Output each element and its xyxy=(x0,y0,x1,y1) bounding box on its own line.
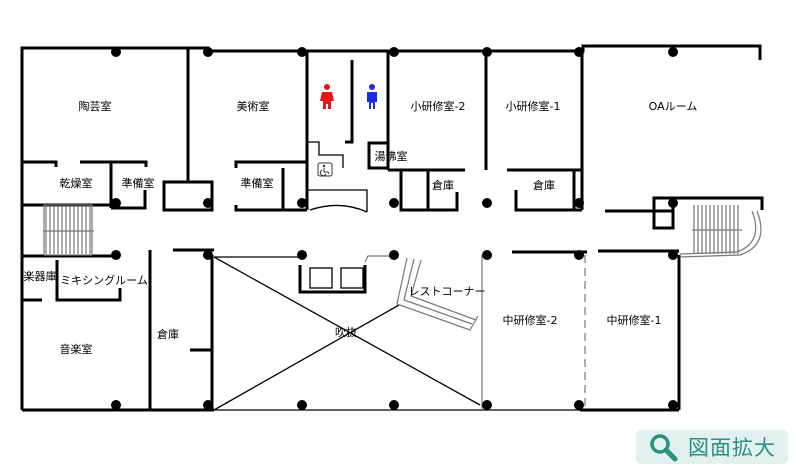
room-label-drying: 乾燥室 xyxy=(60,176,93,190)
room-label-mid-training-1: 中研修室-1 xyxy=(607,313,662,327)
room-label-music-room: 音楽室 xyxy=(60,342,93,356)
column xyxy=(297,250,307,260)
columns xyxy=(111,47,678,410)
column xyxy=(297,47,307,57)
column xyxy=(668,198,678,208)
column xyxy=(482,47,492,57)
column xyxy=(203,198,213,208)
column xyxy=(574,400,584,410)
column xyxy=(482,400,492,410)
room-label-small-training-1: 小研修室-1 xyxy=(506,99,561,113)
room-label-atrium: 吹抜 xyxy=(335,325,357,339)
column xyxy=(389,198,399,208)
column xyxy=(203,400,213,410)
staircase-left xyxy=(43,204,94,256)
wheelchair-icon xyxy=(317,162,333,177)
column xyxy=(111,198,121,208)
column xyxy=(297,198,307,208)
column xyxy=(111,47,121,57)
column xyxy=(389,250,399,260)
room-label-small-training-2: 小研修室-2 xyxy=(411,99,466,113)
magnifier-icon xyxy=(650,434,678,462)
column xyxy=(574,47,584,57)
column xyxy=(389,400,399,410)
room-label-storage-2: 倉庫 xyxy=(533,178,555,192)
column xyxy=(668,47,678,57)
column xyxy=(482,250,492,260)
column xyxy=(389,47,399,57)
column xyxy=(297,400,307,410)
walls xyxy=(20,44,764,412)
zoom-floorplan-button[interactable]: 図面拡大 xyxy=(636,430,788,464)
male-toilet-icon xyxy=(367,84,377,109)
zoom-floorplan-label: 図面拡大 xyxy=(688,436,776,460)
room-label-prep-1: 準備室 xyxy=(122,176,155,190)
column xyxy=(574,250,584,260)
room-label-instrument-storage: 楽器庫 xyxy=(24,269,57,283)
column xyxy=(668,400,678,410)
column xyxy=(482,198,492,208)
column xyxy=(203,47,213,57)
room-label-pottery: 陶芸室 xyxy=(79,99,112,113)
room-label-storage-1: 倉庫 xyxy=(432,178,454,192)
room-label-storage-3: 倉庫 xyxy=(157,327,179,341)
column xyxy=(668,250,678,260)
column xyxy=(111,250,121,260)
room-label-rest-corner: レストコーナー xyxy=(409,285,486,298)
column xyxy=(111,400,121,410)
room-label-oa-room: OAルーム xyxy=(649,100,698,113)
room-label-prep-2: 準備室 xyxy=(241,176,274,190)
column xyxy=(574,198,584,208)
room-label-mid-training-2: 中研修室-2 xyxy=(503,313,558,327)
column xyxy=(203,250,213,260)
room-label-kitchenette: 湯沸室 xyxy=(375,149,408,163)
room-label-mixing-room: ミキシングルーム xyxy=(60,273,148,287)
female-toilet-icon xyxy=(320,84,334,109)
room-label-art: 美術室 xyxy=(237,99,270,113)
staircase-right xyxy=(692,205,742,254)
